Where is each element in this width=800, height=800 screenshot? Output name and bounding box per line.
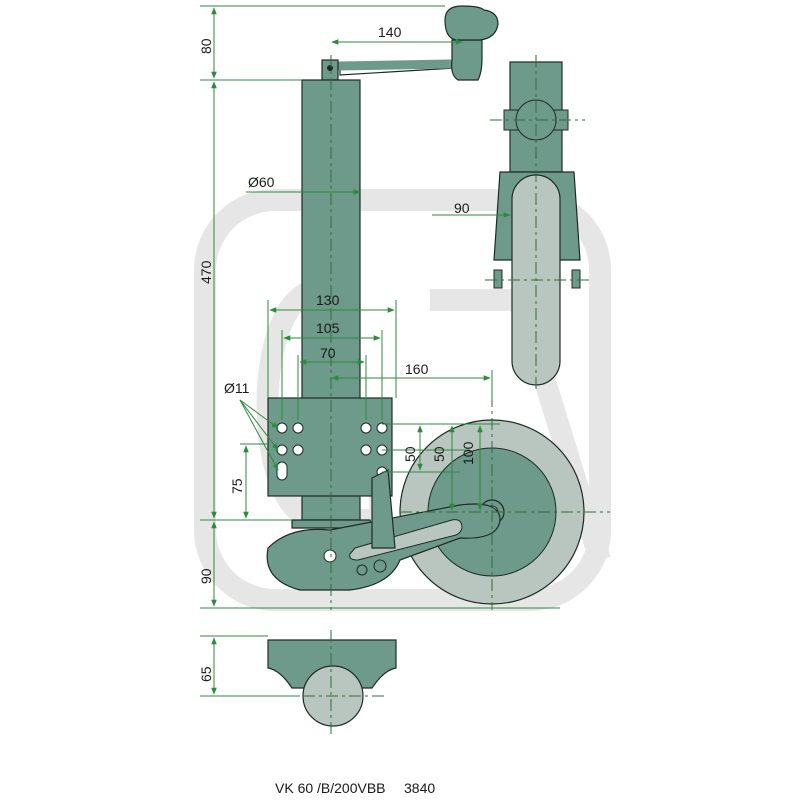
clamp-base xyxy=(267,639,397,727)
swing-arm xyxy=(266,469,501,591)
crank-handle xyxy=(321,5,499,81)
dim-top-80: 80 xyxy=(198,38,214,54)
dim-vert-50b: 50 xyxy=(431,446,447,462)
dim-vert-100: 100 xyxy=(460,441,476,465)
dim-height-75: 75 xyxy=(229,478,245,494)
clamp-plate xyxy=(267,397,393,497)
dim-height-470: 470 xyxy=(198,260,214,284)
dim-vert-50a: 50 xyxy=(402,446,418,462)
dim-bottom-65: 65 xyxy=(198,666,214,682)
side-view xyxy=(493,61,581,386)
center-lines xyxy=(280,55,610,735)
model-caption: VK 60 /B/200VBB xyxy=(275,780,386,796)
dimension-lines xyxy=(200,5,560,697)
dim-offset-160: 160 xyxy=(405,361,429,377)
part-number: 3840 xyxy=(404,780,435,796)
dim-dia-60: Ø60 xyxy=(248,174,275,190)
dim-bottom-90: 90 xyxy=(198,568,214,584)
dim-crank-140: 140 xyxy=(378,24,402,40)
dim-width-130: 130 xyxy=(316,292,340,308)
dim-width-105: 105 xyxy=(316,320,340,336)
dim-width-70: 70 xyxy=(320,345,336,361)
dim-side-90: 90 xyxy=(454,200,470,216)
dim-hole-11: Ø11 xyxy=(224,380,250,396)
